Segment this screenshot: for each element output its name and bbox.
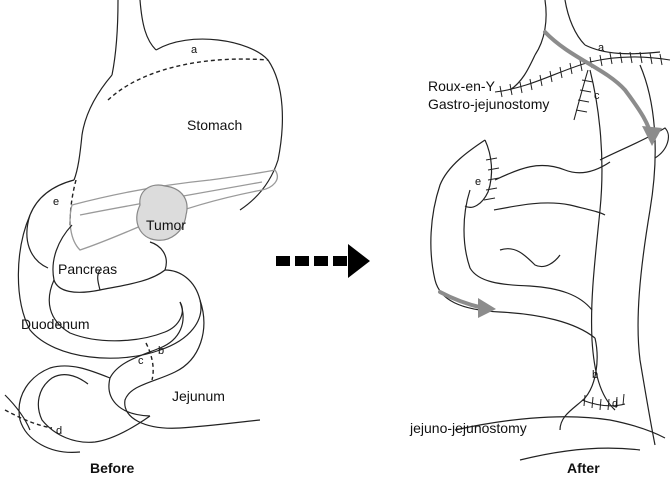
esophagus-right [140,0,156,50]
jejuno-jejunostomy-label: jejuno-jejunostomy [410,421,527,435]
pancreas-after-left-lower [494,203,605,215]
resection-line-a [108,59,268,100]
duodenum-label: Duodenum [21,317,90,331]
mesenteric-fold [500,249,560,267]
pancreas-after-left [495,162,610,180]
marker-e-before: e [53,197,59,208]
jejunum-tail [5,395,30,430]
pancreas-label: Pancreas [58,262,117,276]
biliopancreatic-limb-inner [464,190,592,310]
marker-e-after: e [475,177,481,188]
marker-d-after: d [612,399,618,410]
esophagus-after [535,0,546,55]
marker-b-before: b [158,346,164,357]
jejunum-label: Jejunum [172,389,225,403]
marker-a-after: a [598,43,604,54]
flow-arrowhead-bottom [478,298,496,318]
duodenal-loop [125,300,260,428]
before-caption: Before [90,461,134,475]
dashed-right-arrow-icon [276,244,370,278]
esophagus [112,0,118,75]
marker-b-after: b [592,370,598,381]
marker-c-after: c [594,91,600,102]
esophagus-after-right [565,0,585,45]
jejunum-loop-2 [19,366,110,452]
gastro-jejunostomy-label: Gastro-jejunostomy [428,97,549,111]
duodenal-stump [465,140,492,207]
stomach-lower-curve [27,180,74,268]
efferent-limb-lower [520,448,640,460]
biliopancreatic-limb-outer [431,140,595,338]
jejunojejunostomy-suture [582,400,625,406]
roux-limb-left [590,70,615,410]
tumor-label: Tumor [146,218,186,232]
resection-line-e [70,180,76,225]
suture-marks-c [576,80,593,112]
roux-en-y-label: Roux-en-Y [428,79,495,93]
after-illustration [431,0,670,460]
closure-c [574,70,588,120]
stomach-label: Stomach [187,118,242,132]
marker-c-before: c [138,356,144,367]
after-caption: After [567,461,600,475]
flow-arrowhead-top [642,126,662,146]
marker-d-before: d [56,426,62,437]
before-illustration [5,0,282,452]
resection-line-bc [146,343,153,380]
marker-a-before: a [191,45,197,56]
